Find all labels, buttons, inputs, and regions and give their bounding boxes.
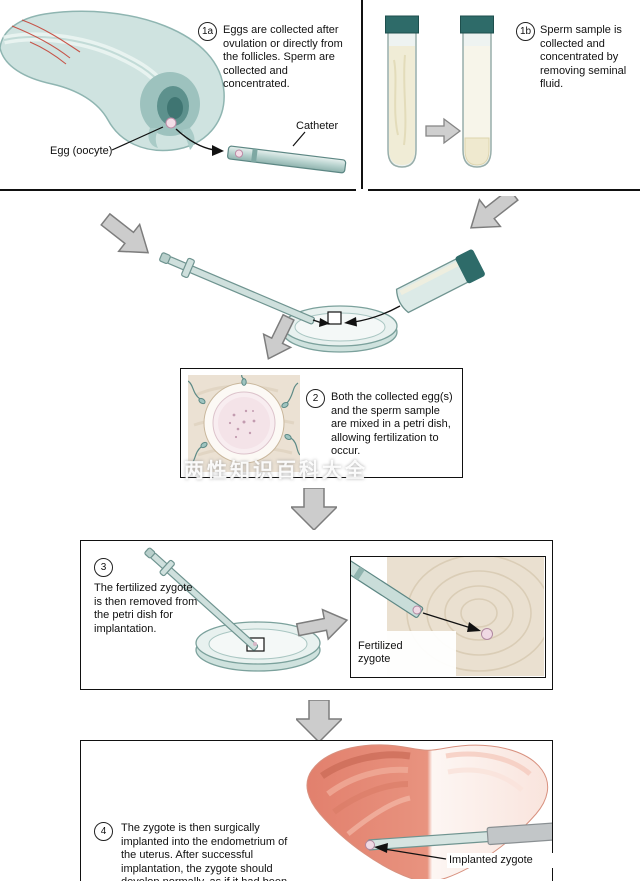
fertilization-panel-box bbox=[180, 368, 463, 478]
uterus-implantation-illustration bbox=[306, 744, 552, 879]
watermark: 两性知识百科大全 bbox=[184, 460, 368, 482]
egg-oocyte-dot bbox=[165, 117, 177, 129]
egg-catheter bbox=[159, 252, 315, 325]
fertilized-zygote-dot bbox=[481, 628, 493, 640]
zygote-inset-box bbox=[350, 556, 546, 678]
implanted-zygote-label: Implanted zygote bbox=[447, 853, 557, 868]
panel-underline-right bbox=[368, 189, 640, 191]
panel-underline-left bbox=[0, 189, 356, 191]
test-tube-concentrated-sample bbox=[460, 15, 494, 168]
endometrium-layers bbox=[320, 751, 532, 836]
egg-and-sperm-illustration bbox=[188, 375, 300, 472]
zygote-pointer-line bbox=[377, 847, 447, 860]
panel-divider-vertical bbox=[361, 0, 363, 189]
step-badge-4: 4 bbox=[94, 822, 113, 841]
step-text-1a: Eggs are collected after ovulation or di… bbox=[223, 24, 343, 90]
step-badge-2: 2 bbox=[306, 389, 325, 408]
blood-vessels bbox=[11, 19, 81, 65]
mixing-well bbox=[327, 311, 342, 325]
tube-process-arrow-icon bbox=[425, 117, 462, 145]
petri-dish-mixing-illustration bbox=[100, 196, 519, 360]
flow-arrow-down-icon bbox=[291, 488, 337, 530]
fertilized-zygote-inset-illustration bbox=[351, 557, 544, 676]
flow-arrow-to-inset-icon bbox=[295, 608, 349, 641]
egg-oocyte-label: Egg (oocyte) bbox=[50, 145, 113, 157]
egg-label-line bbox=[111, 126, 164, 151]
sperm-test-tubes-illustration bbox=[385, 15, 494, 168]
flow-arrow-left-icon bbox=[100, 212, 150, 254]
flow-arrow-to-step2-icon bbox=[262, 313, 295, 360]
step-text-1b: Sperm sample is collected and concentrat… bbox=[540, 24, 627, 90]
removal-pipette bbox=[144, 547, 259, 651]
flow-arrow-down-icon bbox=[296, 700, 342, 742]
egg-cytoplasm-granules bbox=[228, 409, 256, 439]
implanted-zygote-dot bbox=[365, 840, 375, 850]
step-badge-1a: 1a bbox=[198, 22, 217, 41]
fertilized-zygote-label: Fertilized zygote bbox=[358, 640, 403, 665]
step-text-4: The zygote is then surgically implanted … bbox=[121, 822, 288, 881]
fallopian-tube-tissue bbox=[0, 10, 225, 152]
ovary-egg-collection-illustration bbox=[0, 10, 347, 174]
catheter-label-line bbox=[292, 131, 306, 147]
step-text-3: The fertilized zygote is then removed fr… bbox=[94, 582, 198, 635]
petri-dish-removal-illustration bbox=[144, 547, 349, 672]
collection-catheter bbox=[227, 145, 347, 174]
step-text-2: Both the collected egg(s) and the sperm … bbox=[331, 391, 453, 457]
sperm-tube-pouring bbox=[395, 249, 485, 314]
step-badge-1b: 1b bbox=[516, 22, 535, 41]
test-tube-raw-sample bbox=[385, 15, 419, 168]
egg-to-catheter-arrow bbox=[175, 128, 215, 151]
flow-arrow-right-icon bbox=[469, 196, 519, 229]
sperm-cells bbox=[188, 375, 300, 466]
catheter-label: Catheter bbox=[296, 120, 339, 132]
dish-surface-swirls bbox=[406, 557, 544, 672]
step-badge-3: 3 bbox=[94, 558, 113, 577]
zygote-pointer-line bbox=[422, 612, 472, 629]
